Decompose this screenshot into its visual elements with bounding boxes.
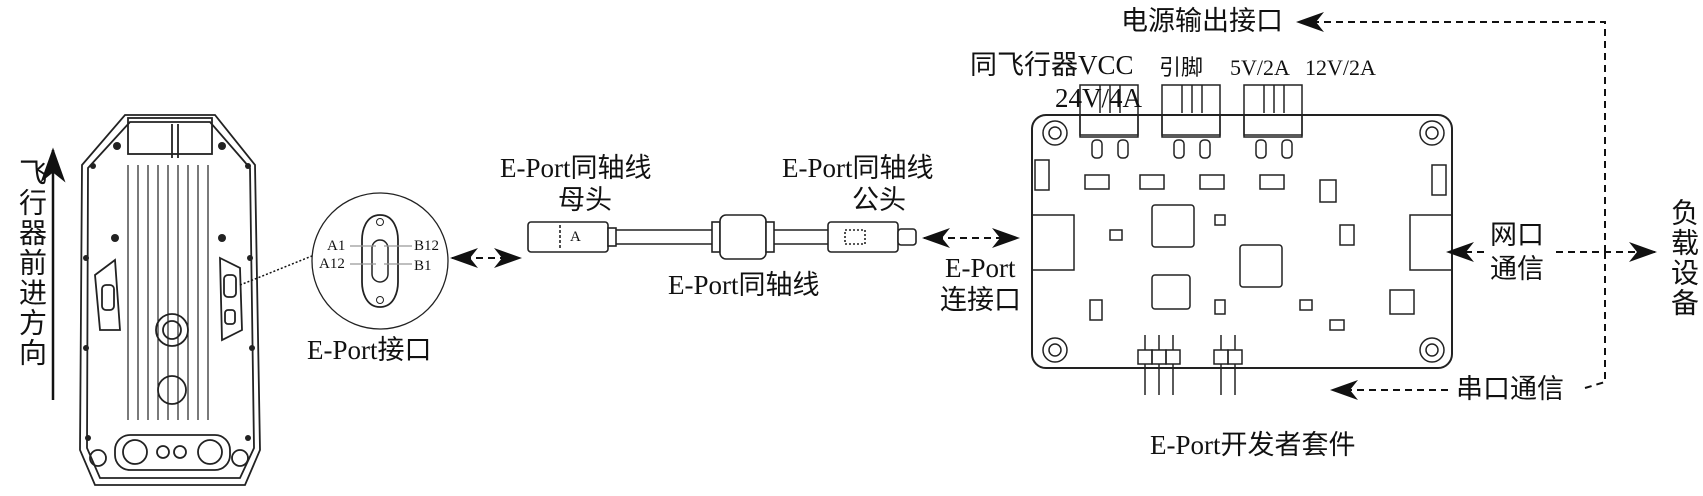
serial-route-line xyxy=(1584,252,1606,389)
pin-a1-label: A1 xyxy=(327,238,346,254)
payload-device-label: 负载设备 xyxy=(1667,198,1698,318)
female-connector-label-2: 母头 xyxy=(558,185,612,215)
power-output-arrow xyxy=(1296,11,1606,252)
female-connector-label-1: E-Port同轴线 xyxy=(500,153,652,183)
vcc-spec-label: 24V/4A xyxy=(1055,83,1142,113)
serial-label: 串口通信 xyxy=(1456,374,1564,404)
vcc-label: 同飞行器VCC xyxy=(970,50,1134,80)
pin-label: 引脚 xyxy=(1159,55,1204,80)
eport-coax-cable xyxy=(527,214,917,260)
aircraft-bottom-view xyxy=(79,114,261,486)
coax-cable-label: E-Port同轴线 xyxy=(668,270,820,300)
forward-direction-label: 飞行器前进方向 xyxy=(15,158,46,368)
male-connector-label-1: E-Port同轴线 xyxy=(782,153,934,183)
pin-b1-label: B1 xyxy=(414,258,432,274)
kit-title: E-Port开发者套件 xyxy=(1150,430,1356,460)
female-connector-marking: A xyxy=(570,229,581,245)
eport-development-board xyxy=(1031,84,1453,395)
ethernet-label-1: 网口 xyxy=(1490,220,1544,250)
eport-interface-label: E-Port接口 xyxy=(307,335,432,365)
output-12v-label: 12V/2A xyxy=(1305,55,1376,80)
zoom-leader-line xyxy=(239,255,313,286)
male-connector-label-2: 公头 xyxy=(852,185,906,215)
ethernet-label-2: 通信 xyxy=(1490,254,1544,284)
pin-b12-label: B12 xyxy=(414,238,440,254)
pin-a12-label: A12 xyxy=(319,256,345,272)
power-output-label: 电源输出接口 xyxy=(1121,6,1283,36)
eport-interface-zoom xyxy=(311,192,449,330)
output-5v-label: 5V/2A xyxy=(1230,55,1290,80)
kit-connector-label-2: 连接口 xyxy=(940,285,1021,315)
kit-connector-label-1: E-Port xyxy=(945,253,1016,283)
